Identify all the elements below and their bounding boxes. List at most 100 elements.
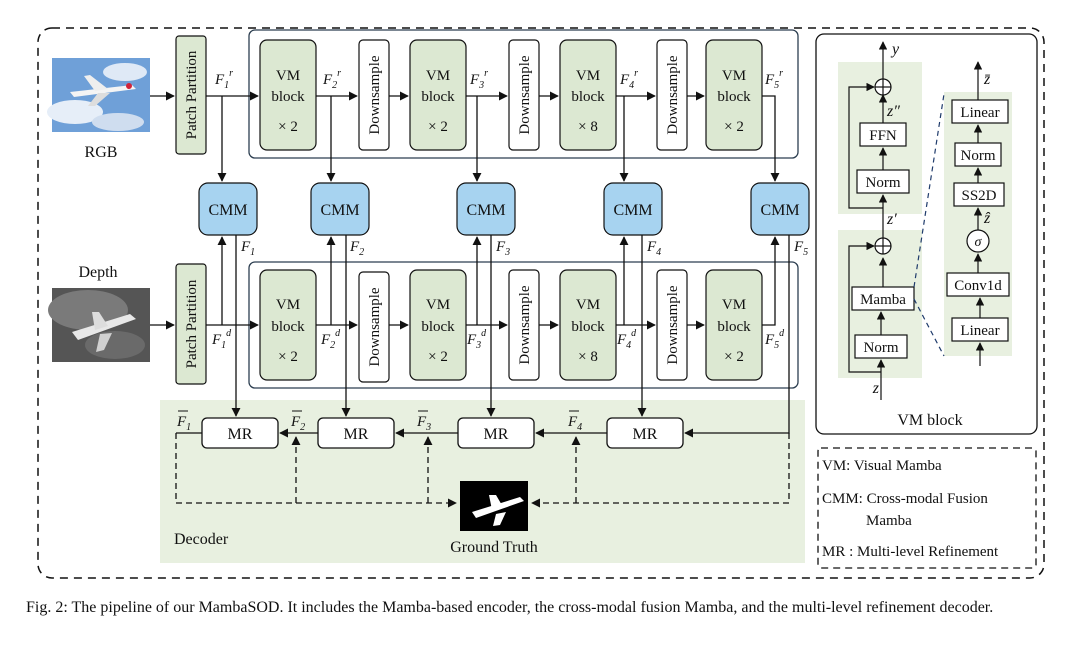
vm-right-ss2d: SS2D <box>953 182 1005 207</box>
vm-detail-labels: z y z′ z″ ẑ z̄ <box>872 41 991 397</box>
svg-text:block: block <box>271 319 305 335</box>
svg-text:× 2: × 2 <box>278 349 298 365</box>
supervision-lines <box>175 433 790 508</box>
legend-box <box>817 447 1037 569</box>
svg-text:block: block <box>571 319 605 335</box>
rgb-vm-block-4: VM block × 2 <box>705 39 763 151</box>
svg-text:FFN: FFN <box>869 128 897 144</box>
cmm-block-3: CMM <box>456 182 516 236</box>
cmm-block-1: CMM <box>198 182 258 236</box>
svg-text:Linear: Linear <box>960 105 999 121</box>
depth-vm-block-1: VM block × 2 <box>259 269 317 381</box>
svg-text:VM: VM <box>276 68 300 84</box>
svg-text:z′: z′ <box>886 211 897 228</box>
ground-truth-label: Ground Truth <box>450 539 538 556</box>
rgb-patch-partition: Patch Partition <box>175 35 207 155</box>
rgb-downsample-1: Downsample <box>358 39 390 151</box>
svg-text:F1r: F1r <box>214 68 233 91</box>
svg-text:F3: F3 <box>495 239 510 258</box>
svg-text:Norm: Norm <box>866 175 901 191</box>
svg-text:F4r: F4r <box>619 68 638 91</box>
svg-text:F2d: F2d <box>320 328 341 351</box>
svg-text:block: block <box>717 89 751 105</box>
rgb-vm-block-3: VM block × 8 <box>559 39 617 151</box>
svg-text:× 8: × 8 <box>578 349 598 365</box>
depth-vm-block-4: VM block × 2 <box>705 269 763 381</box>
rgb-image <box>47 58 150 132</box>
svg-text:F5d: F5d <box>764 328 785 351</box>
pipeline-diagram: RGB Depth Patch Partition Patch Partitio… <box>37 27 1045 579</box>
vm-left-norm-2: Norm <box>856 169 910 194</box>
decoder-label: Decoder <box>174 531 229 548</box>
svg-text:CMM: CMM <box>760 202 799 219</box>
svg-text:ẑ: ẑ <box>983 210 991 227</box>
cmm-block-2: CMM <box>310 182 370 236</box>
svg-text:Norm: Norm <box>864 340 899 356</box>
depth-downsample-2: Downsample <box>508 269 540 381</box>
rgb-vm-block-1: VM block × 2 <box>259 39 317 151</box>
svg-text:MR: MR <box>484 426 509 443</box>
vm-detail-title: VM block <box>897 412 962 429</box>
svg-text:Downsample: Downsample <box>367 55 383 134</box>
rgb-downsample-3: Downsample <box>656 39 688 151</box>
svg-text:VM: VM <box>276 297 300 313</box>
svg-text:Downsample: Downsample <box>517 285 533 364</box>
svg-text:F1d: F1d <box>211 328 232 351</box>
svg-text:block: block <box>271 89 305 105</box>
svg-text:F1: F1 <box>240 239 255 258</box>
svg-text:× 2: × 2 <box>724 119 744 135</box>
depth-label: Depth <box>78 264 117 281</box>
svg-text:F5: F5 <box>793 239 808 258</box>
svg-text:VM: VM <box>722 68 746 84</box>
svg-text:× 2: × 2 <box>724 349 744 365</box>
svg-text:F5r: F5r <box>764 68 783 91</box>
depth-vm-block-2: VM block × 2 <box>409 269 467 381</box>
vm-detail-zoom-lines <box>913 93 945 357</box>
legend-item-cmm-cont: Mamba <box>866 513 912 529</box>
svg-text:CMM: CMM <box>613 202 652 219</box>
svg-text:Norm: Norm <box>961 148 996 164</box>
svg-text:MR: MR <box>228 426 253 443</box>
figure-caption: Fig. 2: The pipeline of our MambaSOD. It… <box>26 599 994 616</box>
vm-right-conv1d: Conv1d <box>946 272 1010 297</box>
svg-text:VM: VM <box>576 297 600 313</box>
svg-text:block: block <box>421 89 455 105</box>
legend-item-vm: VM: Visual Mamba <box>822 458 942 474</box>
mr-block-4: MR <box>606 417 684 449</box>
svg-text:F3r: F3r <box>469 68 488 91</box>
svg-text:MR: MR <box>344 426 369 443</box>
connections <box>150 91 790 438</box>
mr-block-1: MR <box>201 417 279 449</box>
vm-right-sigma: σ <box>966 229 990 253</box>
svg-text:Linear: Linear <box>960 323 999 339</box>
svg-text:block: block <box>421 319 455 335</box>
svg-text:Downsample: Downsample <box>367 287 383 366</box>
rgb-vm-block-2: VM block × 2 <box>409 39 467 151</box>
svg-text:z̄: z̄ <box>983 71 991 88</box>
svg-text:F4d: F4d <box>616 328 637 351</box>
svg-text:Conv1d: Conv1d <box>954 278 1002 294</box>
cmm-block-5: CMM <box>750 182 810 236</box>
svg-text:Downsample: Downsample <box>665 55 681 134</box>
mr-block-2: MR <box>317 417 395 449</box>
svg-text:F4: F4 <box>646 239 661 258</box>
svg-text:block: block <box>717 319 751 335</box>
svg-text:z″: z″ <box>886 103 900 120</box>
svg-text:Patch Partition: Patch Partition <box>184 50 200 139</box>
vm-right-linear-bottom: Linear <box>951 317 1009 342</box>
svg-text:× 2: × 2 <box>428 119 448 135</box>
rgb-downsample-2: Downsample <box>508 39 540 151</box>
svg-text:F3d: F3d <box>466 328 487 351</box>
svg-text:VM: VM <box>426 297 450 313</box>
vm-detail-connections <box>848 41 985 400</box>
svg-text:× 8: × 8 <box>578 119 598 135</box>
svg-text:VM: VM <box>576 68 600 84</box>
svg-text:× 2: × 2 <box>278 119 298 135</box>
svg-text:Downsample: Downsample <box>665 285 681 364</box>
svg-text:Mamba: Mamba <box>860 292 906 308</box>
vm-right-linear-top: Linear <box>951 99 1009 124</box>
rgb-stage-frame <box>248 29 799 159</box>
legend-item-mr: MR : Multi-level Refinement <box>822 544 999 560</box>
svg-text:block: block <box>571 89 605 105</box>
outer-frame <box>37 27 1045 579</box>
